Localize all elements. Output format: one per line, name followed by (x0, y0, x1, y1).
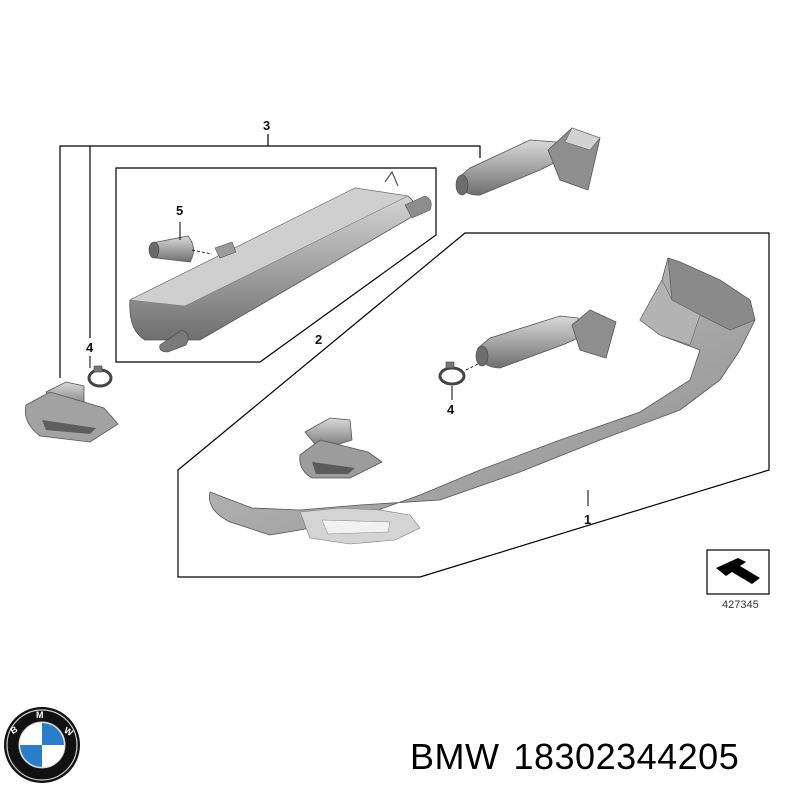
tailpipe-trim-lower (475, 309, 617, 369)
callout-1: 1 (584, 512, 591, 527)
part-caption: BMW 18302344205 (410, 736, 753, 778)
tailpipe-trim-upper (455, 127, 601, 196)
apron-box (177, 232, 770, 578)
svg-text:M: M (36, 710, 44, 720)
part-number: 18302344205 (513, 736, 740, 777)
reference-number: 427345 (722, 599, 759, 611)
group-3-bracket (59, 134, 481, 378)
sleeve (148, 222, 213, 263)
callout-4-left: 4 (86, 340, 94, 355)
tailpipe-trim-front (299, 417, 383, 479)
rear-apron (209, 257, 756, 545)
svg-text:B: B (9, 724, 20, 736)
silencer-box (115, 167, 437, 363)
brand-name: BMW (410, 736, 500, 777)
callout-5: 5 (176, 203, 183, 218)
callout-2: 2 (315, 332, 322, 347)
rear-silencer (128, 170, 432, 353)
callout-3: 3 (263, 118, 270, 133)
bmw-logo: B M W (4, 707, 80, 783)
clamp-center (438, 361, 479, 400)
tailpipe-trim-left (24, 381, 119, 443)
orientation-icon (706, 549, 770, 595)
callout-4-center: 4 (447, 402, 455, 417)
clamp-left (87, 356, 113, 388)
